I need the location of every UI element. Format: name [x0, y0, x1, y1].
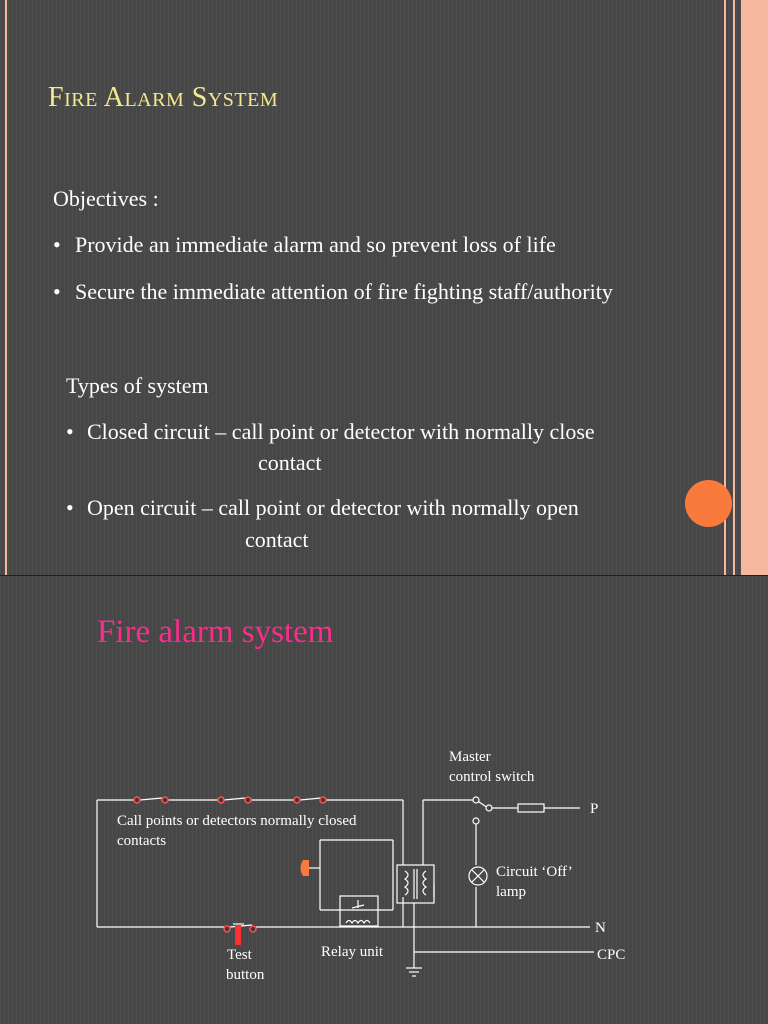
bullet-icon: •: [66, 419, 74, 444]
switch-node: [485, 804, 493, 812]
types-heading: Types of system: [66, 373, 209, 398]
call-point-contact: [139, 797, 163, 801]
bullet-icon: •: [66, 495, 74, 520]
lamp-label-line2: lamp: [496, 884, 526, 900]
switch-node: [472, 796, 480, 804]
switch-node: [472, 817, 480, 825]
terminal-n-label: N: [595, 920, 606, 936]
test-button-label-line1: Test: [227, 947, 253, 963]
relay-unit-label: Relay unit: [321, 944, 384, 960]
lamp-label-line1: Circuit ‘Off’: [496, 864, 573, 880]
right-border-line-inner: [733, 0, 735, 575]
call-point-icon: [293, 796, 301, 804]
call-point-icon: [217, 796, 225, 804]
bullet-icon: •: [53, 232, 61, 257]
test-button-label-line2: button: [226, 967, 265, 983]
test-button-contact-icon: [249, 925, 257, 933]
type-item-line1: Closed circuit – call point or detector …: [87, 419, 595, 444]
terminal-p-label: P: [590, 801, 598, 817]
terminal-cpc-label: CPC: [597, 947, 625, 963]
master-switch-label-line2: control switch: [449, 769, 535, 785]
right-border-bar: [741, 0, 768, 575]
call-point-contact: [299, 797, 322, 801]
test-button-icon: [235, 925, 241, 945]
lamp-icon: [468, 866, 488, 886]
lamp-icon: [471, 869, 485, 883]
circuit-diagram: Master control switch Call points or det…: [96, 749, 625, 983]
type-item-line1: Open circuit – call point or detector wi…: [87, 495, 579, 520]
slide-title: Fire Alarm System: [48, 82, 279, 113]
type-item-line2: contact: [245, 527, 309, 552]
right-border-line-outer: [724, 0, 726, 575]
objective-item: Secure the immediate attention of fire f…: [75, 279, 613, 304]
call-point-icon: [244, 796, 252, 804]
test-button-contact-icon: [223, 925, 231, 933]
slide-objectives: Fire Alarm System Objectives : • Provide…: [0, 0, 768, 575]
objectives-heading: Objectives :: [53, 186, 159, 211]
bullet-icon: •: [53, 279, 61, 304]
call-point-contact: [223, 797, 246, 801]
call-point-icon: [133, 796, 141, 804]
sounder-icon: [300, 860, 309, 876]
relay-box: [339, 895, 379, 927]
call-points-label-line1: Call points or detectors normally closed: [117, 813, 357, 829]
call-point-icon: [319, 796, 327, 804]
left-border-line: [5, 0, 7, 575]
transformer-coil-icon: [403, 870, 409, 896]
slide-divider: [0, 575, 768, 576]
transformer-box: [396, 864, 435, 904]
type-item-line2: contact: [258, 450, 322, 475]
call-point-icon: [161, 796, 169, 804]
transformer-coil-icon: [422, 870, 428, 896]
call-points-label-line2: contacts: [117, 833, 166, 849]
relay-coil-icon: [345, 919, 371, 925]
decorative-orange-circle: [685, 480, 732, 527]
diagram-slide-title: Fire alarm system: [97, 614, 334, 650]
master-switch-label-line1: Master: [449, 749, 491, 765]
objective-item: Provide an immediate alarm and so preven…: [75, 232, 556, 257]
fuse: [517, 803, 545, 813]
